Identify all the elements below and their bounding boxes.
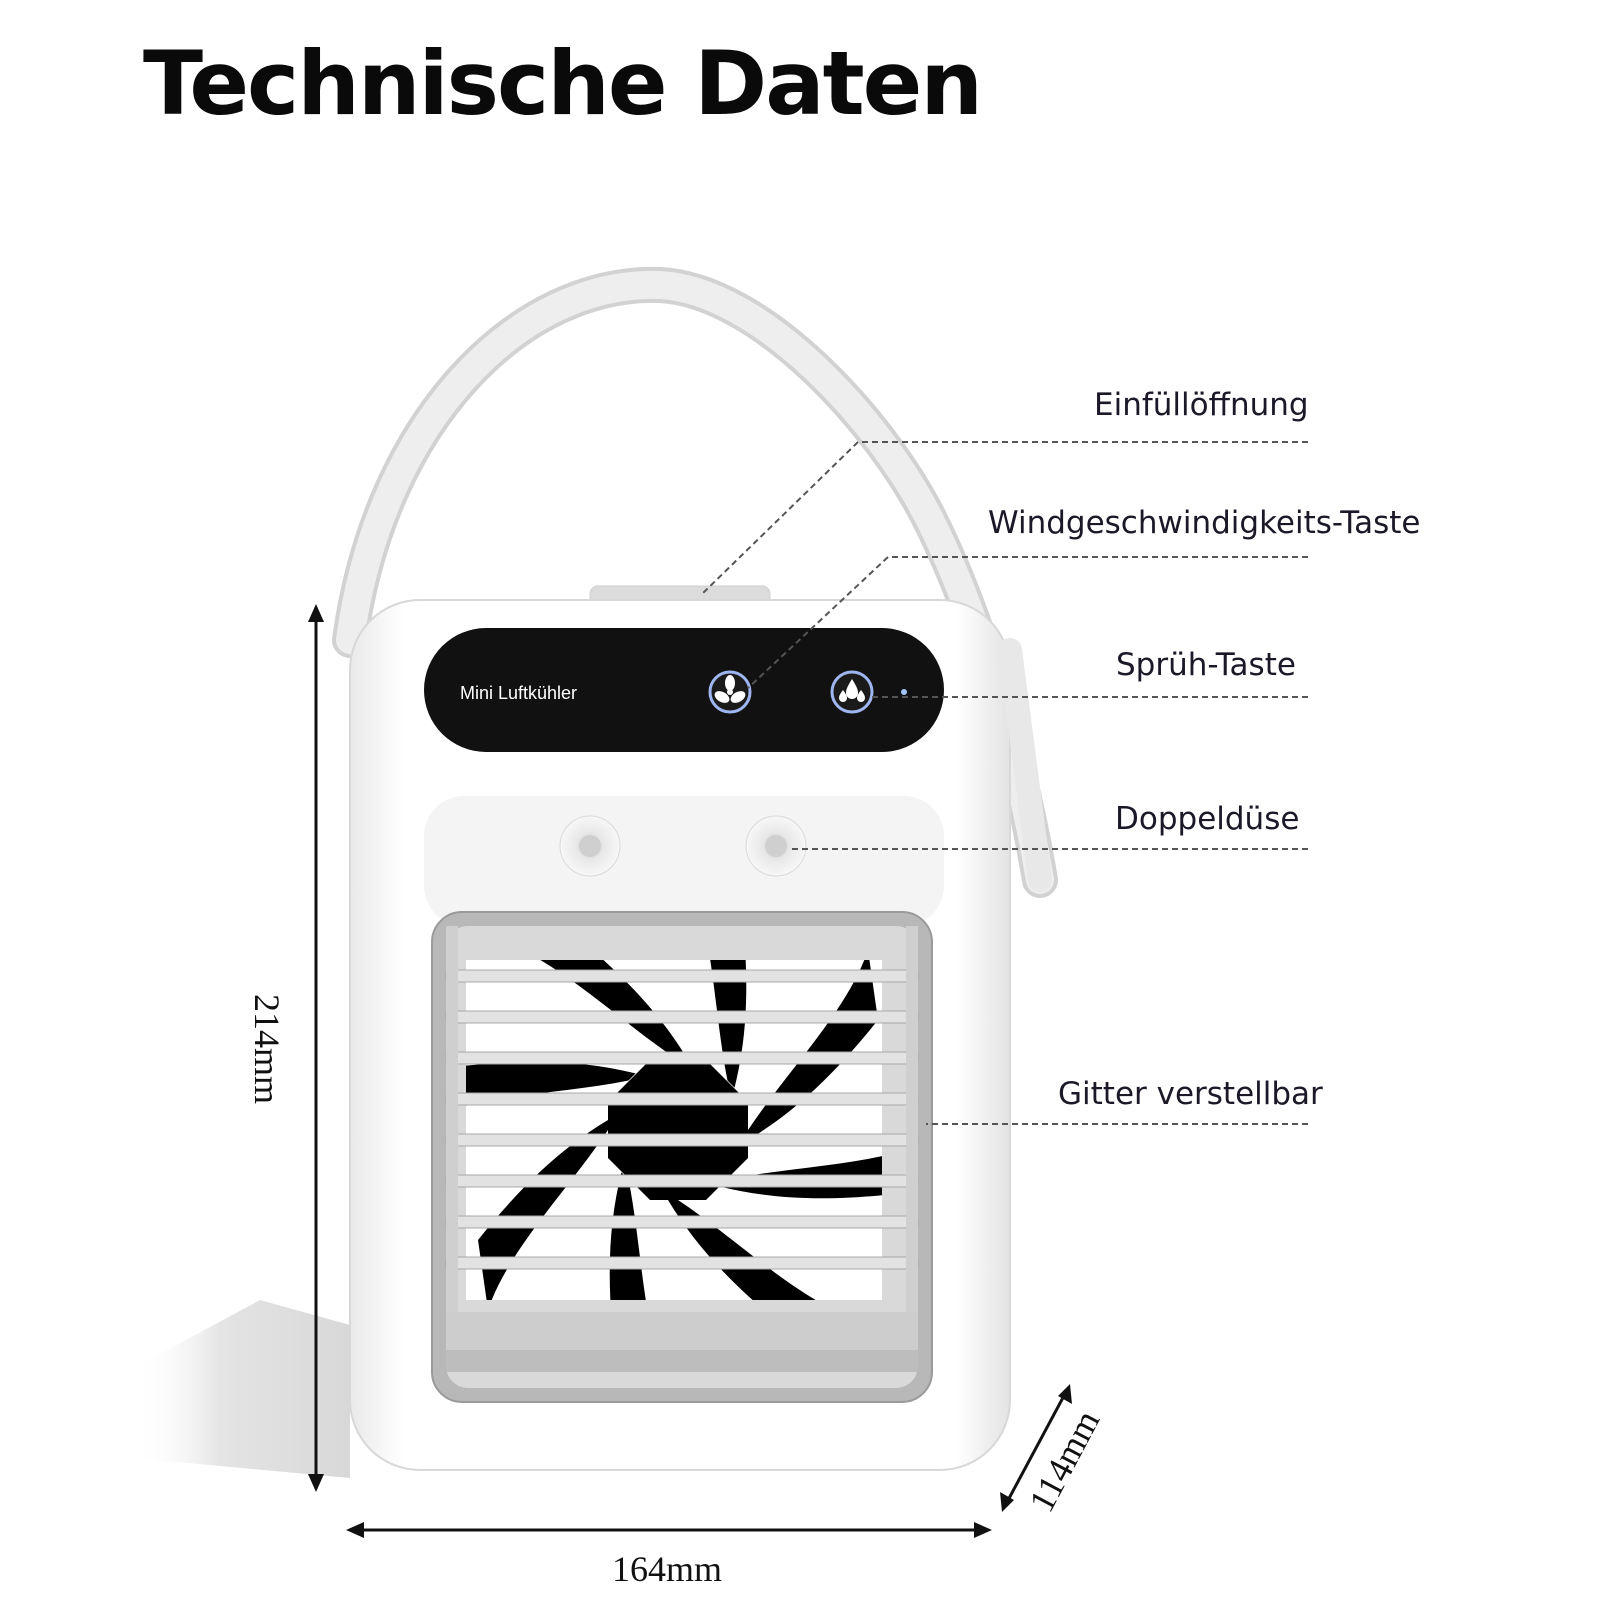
label-fill-opening: Einfüllöffnung	[1094, 387, 1309, 423]
leader-wind-speed	[747, 556, 1308, 689]
depth-arrow	[1004, 1391, 1068, 1505]
nozzle-right	[745, 815, 807, 877]
brand-label: Mini Luftkühler	[460, 683, 577, 703]
grille-slat[interactable]	[445, 1010, 919, 1024]
wind-speed-button[interactable]	[708, 670, 752, 714]
adjustable-grille-slats[interactable]	[445, 926, 919, 1312]
grille-slat[interactable]	[445, 969, 919, 983]
grille-slat[interactable]	[445, 1215, 919, 1229]
water-drops-icon	[839, 679, 865, 702]
label-double-nozzle: Doppeldüse	[1115, 801, 1300, 837]
dimension-lines	[308, 604, 1072, 1538]
page-title: Technische Daten	[143, 32, 983, 135]
width-label: 164mm	[612, 1549, 723, 1589]
grille-side-rail	[446, 926, 458, 1312]
grille-slat[interactable]	[445, 1051, 919, 1065]
height-label: 214mm	[247, 993, 288, 1105]
led-dot	[901, 689, 907, 695]
floor-shadow	[134, 1300, 350, 1478]
label-spray-button: Sprüh-Taste	[1116, 647, 1296, 683]
label-adjustable-grille: Gitter verstellbar	[1058, 1076, 1323, 1112]
spray-button[interactable]	[830, 670, 874, 714]
control-panel	[424, 628, 944, 752]
grille-slat[interactable]	[445, 1256, 919, 1270]
fan-icon	[714, 675, 746, 703]
callout-lines	[701, 441, 1308, 1125]
label-wind-speed-button: Windgeschwindigkeits-Taste	[988, 505, 1421, 541]
nozzle-left	[559, 815, 621, 877]
grille-slat[interactable]	[445, 1174, 919, 1188]
grille-slat[interactable]	[445, 1133, 919, 1147]
grille-side-rail	[906, 926, 918, 1312]
leader-fill-opening	[701, 441, 1308, 595]
nozzle-area	[424, 796, 944, 926]
grille-slat[interactable]	[445, 1092, 919, 1106]
